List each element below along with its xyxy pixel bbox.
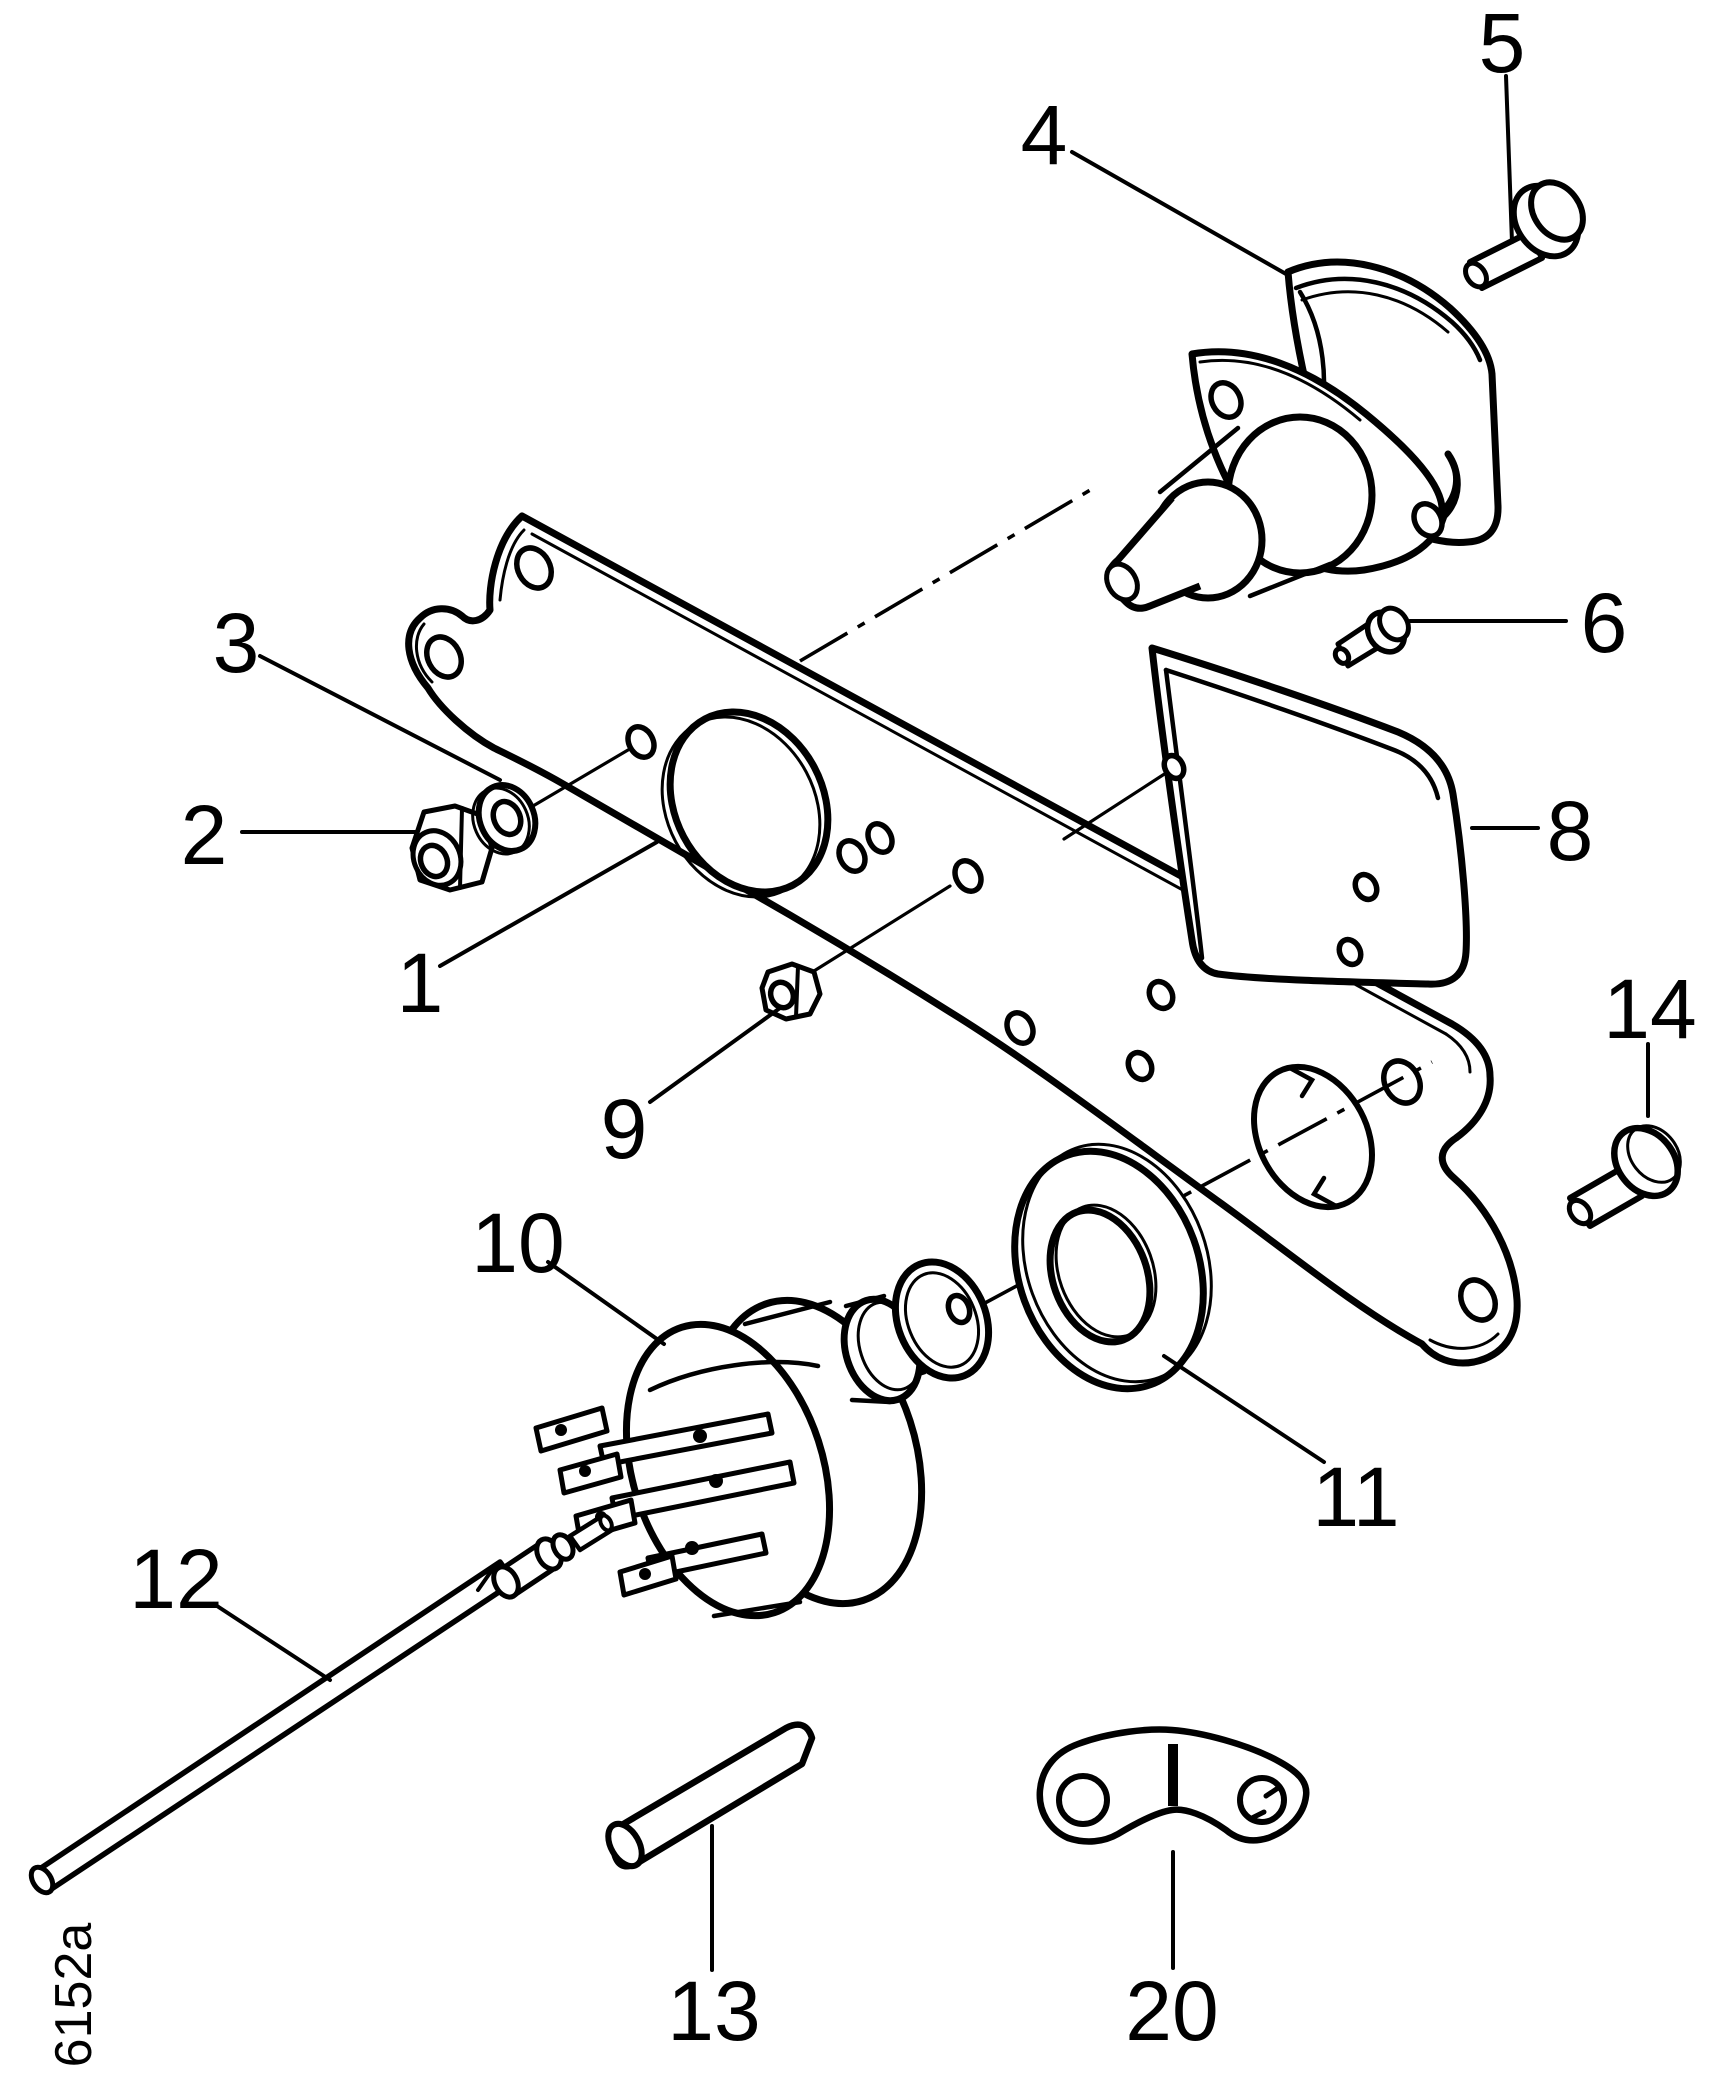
plate-hole [1458,1277,1498,1323]
plate-corner-thickness [1444,1032,1472,1074]
plunger-tip [1104,561,1140,603]
callout-1-label: 1 [397,936,444,1030]
bezel-washer-11 [1011,1142,1213,1393]
screw-5 [1463,179,1586,291]
callout-labels: 1 2 3 4 5 6 8 9 10 11 12 13 14 20 [129,0,1696,2058]
plate-hole [836,838,868,874]
key-icon [891,1258,993,1382]
leader-lines [212,74,1650,1972]
plate-hole [1381,1058,1423,1106]
plate-hole [625,724,657,760]
hex-nut-2 [409,803,495,893]
callout-3-label: 3 [213,596,260,690]
callout-14-label: 14 [1603,962,1696,1056]
plate-lobe2-inner [414,622,434,684]
leader-10 [546,1260,666,1346]
callout-6-label: 6 [1581,576,1628,670]
clamp-hole [1056,1773,1110,1827]
plate-hole [1146,978,1176,1012]
plate-large-hole [660,708,832,899]
leader-1 [438,840,659,968]
flange-ear-hole [1208,380,1244,420]
roll-pin-13 [605,1721,816,1870]
ignition-switch-10 [533,1258,993,1620]
plunger-switch [1104,348,1461,612]
callout-10-label: 10 [471,1196,564,1290]
cover-alignment-line [1062,771,1168,841]
cover-hole [1161,752,1187,782]
centerline-plunger-switch [799,487,1093,663]
plate-hole [1004,1010,1036,1046]
plate-hole [514,545,554,591]
callout-12-label: 12 [129,1532,222,1626]
callout-9-label: 9 [601,1082,648,1176]
mounting-plate [405,512,1521,1367]
hex-nut-9 [759,961,823,1022]
leader-5 [1504,74,1514,244]
plate-switch-keyed-hole [1251,1063,1375,1211]
plate-lobe1-inner [498,528,526,602]
control-rod-12 [28,1513,615,1896]
cover-hole [1336,936,1364,968]
leader-9 [648,1006,782,1104]
callout-8-label: 8 [1547,784,1594,878]
plate-hole [424,634,464,680]
leader-3 [258,654,502,782]
callout-4-label: 4 [1021,88,1068,182]
drawing-code: 6152a [45,1923,103,2068]
plate-hole [865,821,895,855]
screw-6 [1332,605,1411,669]
callout-13-label: 13 [667,1964,760,2058]
leader-4 [1070,150,1288,276]
plate-tip-thickness [1428,1332,1500,1350]
switch-seam [647,1359,821,1393]
washer-3 [471,782,539,856]
mounting-plate-outline [405,512,1521,1367]
rod-shaft [35,1559,517,1893]
flange-ear-hole [1411,501,1445,539]
alignment-line-nut9 [804,884,952,978]
cover-hole [1352,871,1380,903]
plate-hole [952,858,984,894]
callout-20-label: 20 [1125,1964,1218,2058]
callout-5-label: 5 [1479,0,1526,90]
leader-11 [1162,1354,1326,1464]
callout-11-label: 11 [1312,1450,1399,1544]
cover-plate-8 [1062,644,1470,988]
callout-2-label: 2 [181,788,228,882]
leader-12 [212,1602,332,1682]
plate-hole [1125,1049,1155,1083]
rivet-14 [1566,1124,1682,1229]
clamp-bracket-20 [1036,1726,1310,1845]
rod-connector [491,1513,615,1600]
